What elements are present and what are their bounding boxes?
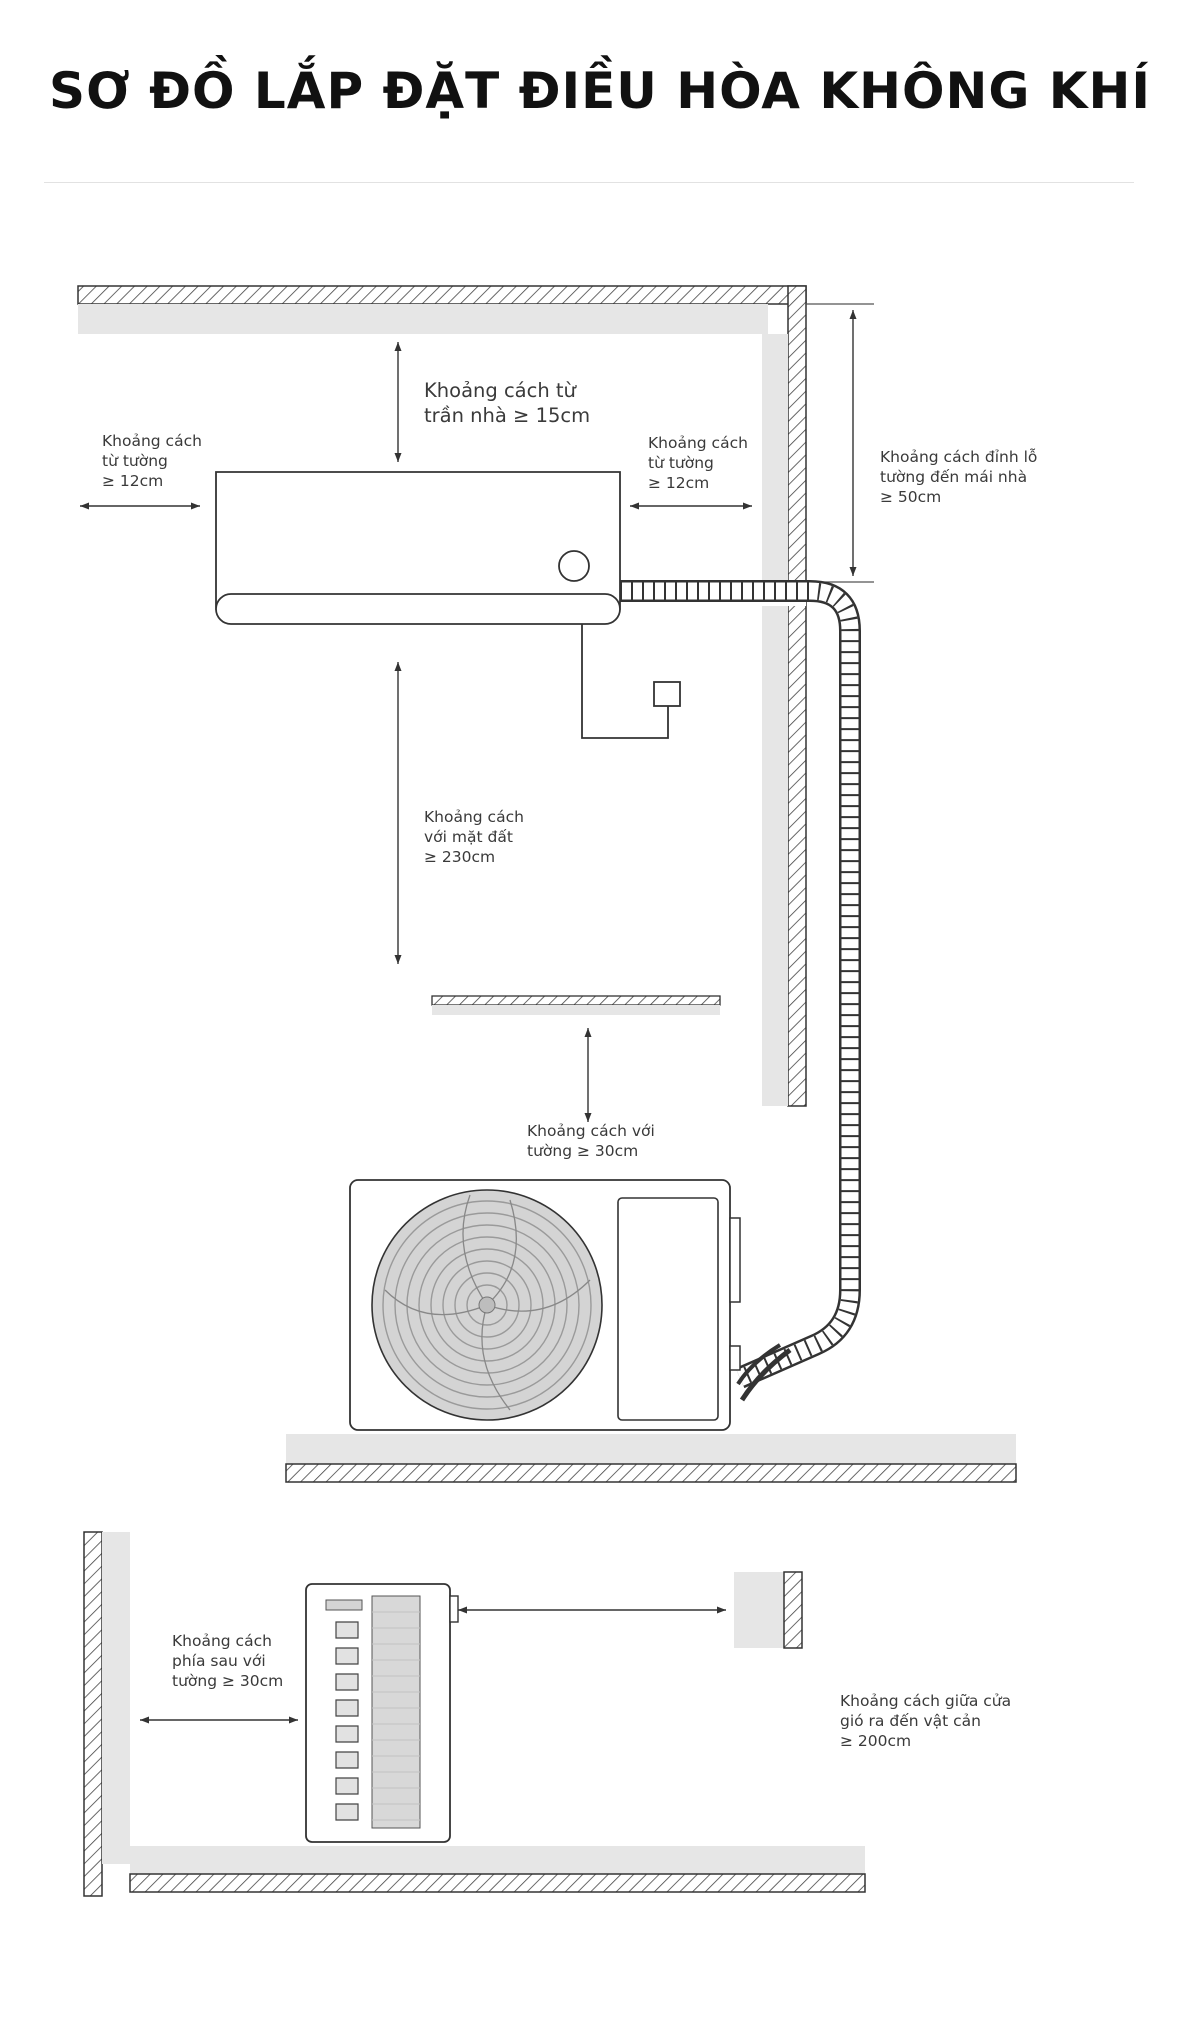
outdoor-wall-clearance-label: Khoảng cách với tường ≥ 30cm <box>527 1122 655 1160</box>
right-wall-clearance-label: Khoảng cách từ tường ≥ 12cm <box>648 434 748 492</box>
outdoor-ground <box>285 1434 1017 1483</box>
ceiling-wall <box>77 285 807 334</box>
outlet-obstacle-clearance-label: Khoảng cách giữa cửa gió ra đến vật cản … <box>840 1692 1012 1750</box>
bottom-ground <box>129 1846 866 1893</box>
title-divider <box>44 182 1134 183</box>
floor-slab <box>431 995 721 1015</box>
rear-wall <box>83 1531 130 1897</box>
hole-to-roof-label: Khoảng cách đỉnh lỗ tường đến mái nhà ≥ … <box>880 448 1038 506</box>
outdoor-unit-icon <box>349 1179 741 1431</box>
hole-to-roof-dimension <box>806 303 874 583</box>
left-wall-clearance-label: Khoảng cách từ tường ≥ 12cm <box>102 432 202 490</box>
indoor-unit-icon <box>215 471 621 625</box>
rear-wall-clearance-label: Khoảng cách phía sau với tường ≥ 30cm <box>172 1632 284 1690</box>
ceiling-clearance-label: Khoảng cách từ trần nhà ≥ 15cm <box>424 379 591 428</box>
obstacle-icon <box>734 1571 803 1649</box>
outdoor-unit-side-icon <box>305 1583 459 1843</box>
side-wall <box>762 285 807 1107</box>
page-title: SƠ ĐỒ LẮP ĐẶT ĐIỀU HÒA KHÔNG KHÍ <box>49 62 1151 120</box>
refrigerant-pipe-icon <box>620 580 861 1402</box>
floor-clearance-label: Khoảng cách với mặt đất ≥ 230cm <box>424 808 524 866</box>
power-socket-icon <box>581 624 681 739</box>
